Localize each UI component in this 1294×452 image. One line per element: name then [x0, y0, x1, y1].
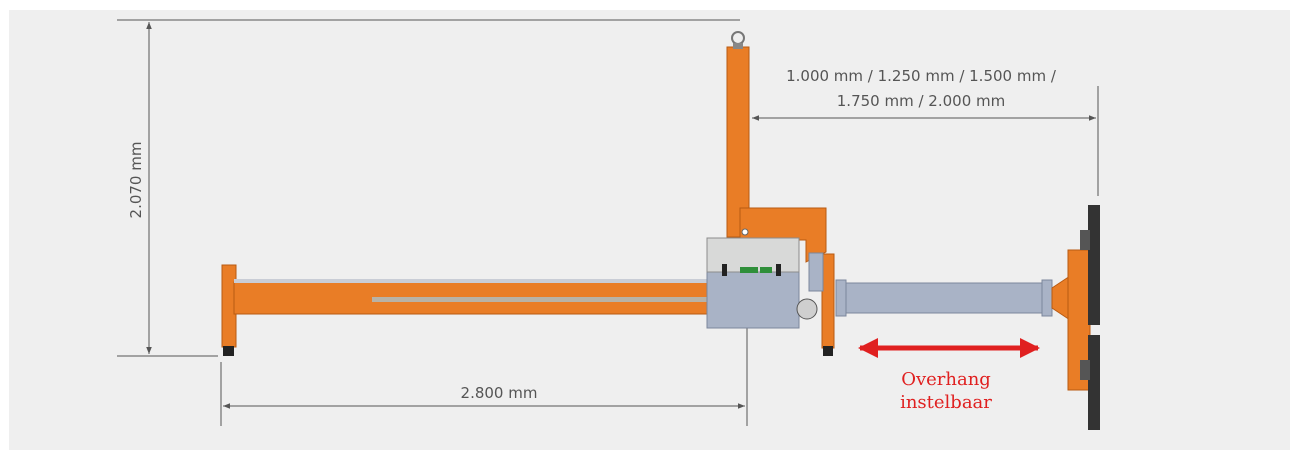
tube-flange-right	[1041, 279, 1053, 317]
pad-mount-lower	[1080, 360, 1090, 380]
motor	[808, 252, 824, 292]
pivot-bolt	[741, 228, 749, 236]
suction-pad-upper	[1088, 205, 1100, 325]
tube-flange-left	[835, 279, 847, 317]
lifting-eye-base	[733, 43, 743, 49]
middle-foot	[823, 346, 833, 356]
control-box	[706, 237, 800, 273]
width-label: 2.800 mm	[461, 384, 538, 402]
slide-rail	[372, 297, 708, 302]
handle-left	[722, 264, 727, 276]
handle-right	[776, 264, 781, 276]
left-foot	[223, 346, 234, 356]
control-housing	[706, 267, 800, 329]
indicator-green-right	[760, 267, 772, 273]
suction-pad-lower	[1088, 335, 1100, 430]
indicator-green-left	[740, 267, 758, 273]
overhang-label-line1: Overhang	[901, 369, 991, 390]
height-dimension	[117, 19, 740, 357]
lifting-beam	[221, 31, 1100, 430]
pad-mount-upper	[1080, 230, 1090, 250]
gear	[796, 298, 818, 320]
overhang-label-line2: instelbaar	[900, 392, 992, 413]
main-beam-rail	[234, 279, 710, 283]
middle-support	[821, 253, 835, 349]
lifting-eye	[731, 31, 745, 45]
overhang-range-label-line2: 1.750 mm / 2.000 mm	[837, 92, 1005, 110]
head-adapter	[1051, 275, 1071, 321]
overhang-range-dimension	[752, 86, 1099, 196]
overhang-range-label-line1: 1.000 mm / 1.250 mm / 1.500 mm /	[786, 67, 1057, 85]
height-label: 2.070 mm	[127, 142, 145, 219]
telescopic-tube	[845, 282, 1045, 314]
